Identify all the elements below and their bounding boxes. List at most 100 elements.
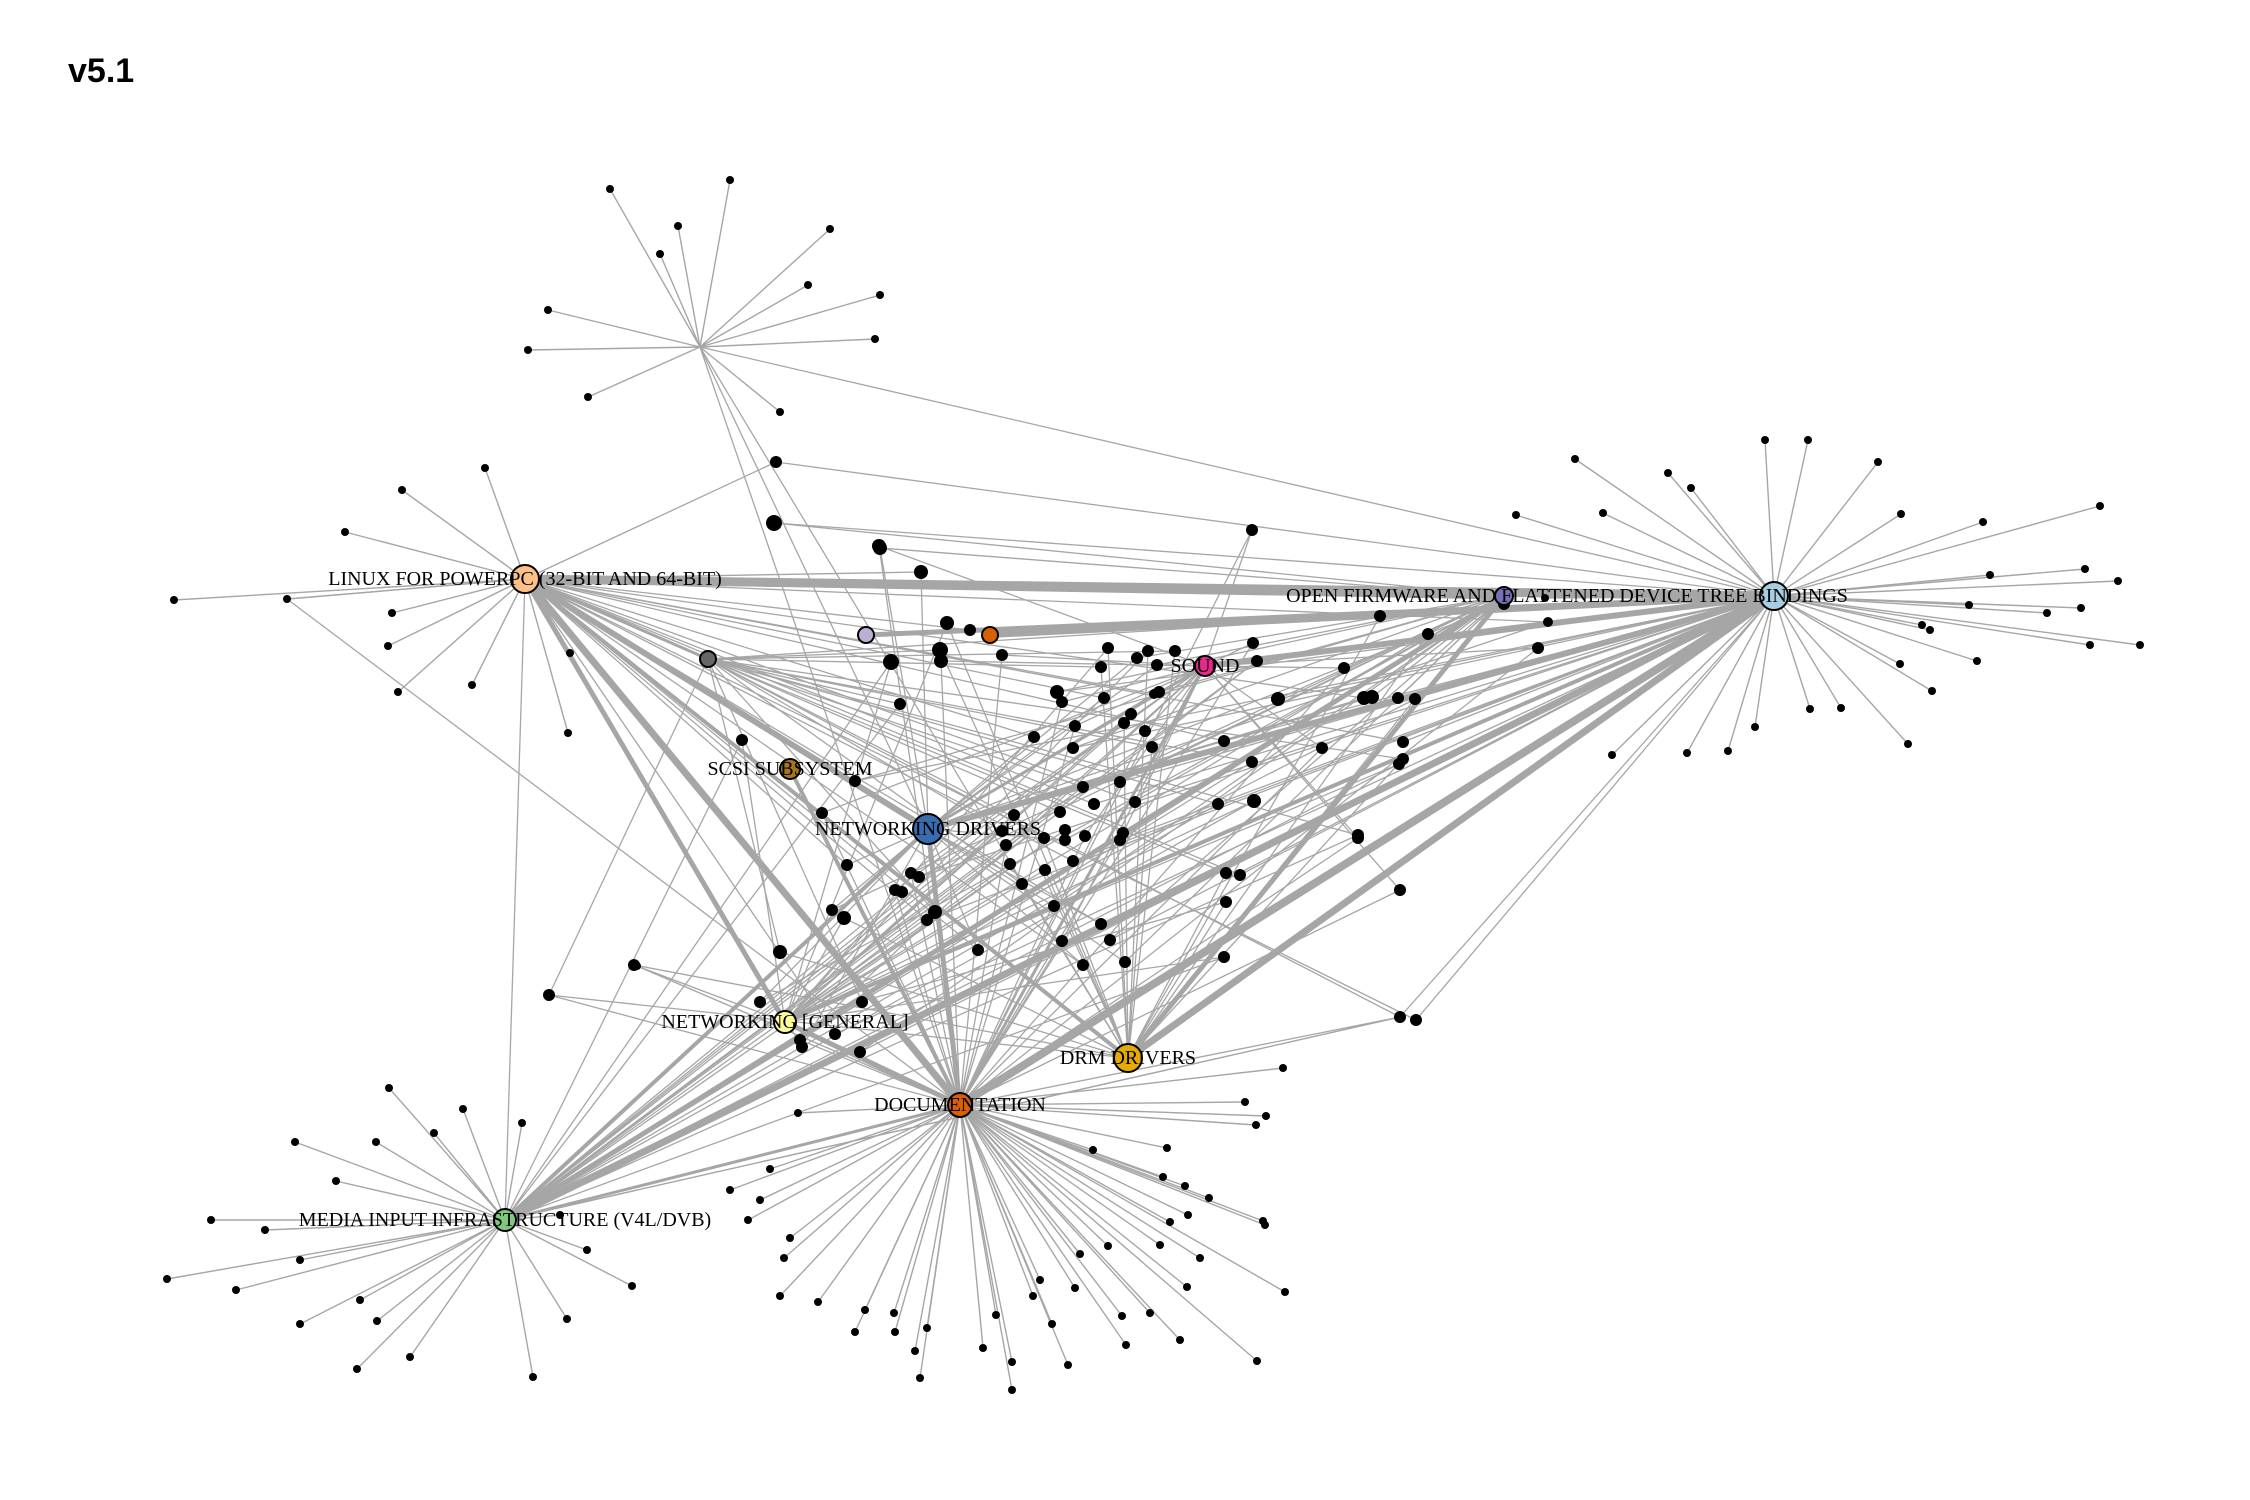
leaf-node xyxy=(1102,642,1114,654)
leaf-node xyxy=(894,698,906,710)
edge xyxy=(633,964,1129,1059)
leaf-node xyxy=(1392,692,1404,704)
edge xyxy=(1127,615,1381,1059)
hub-node-sound xyxy=(1194,655,1216,677)
edge xyxy=(959,1104,1171,1223)
edge xyxy=(927,828,1126,963)
edge xyxy=(356,1219,506,1370)
leaf-node xyxy=(1059,834,1071,846)
leaf-node xyxy=(283,595,291,603)
edge xyxy=(1127,650,1149,1059)
leaf-node xyxy=(996,649,1008,661)
leaf-node xyxy=(2086,641,2094,649)
leaf-node xyxy=(1064,1361,1072,1369)
hub-edge xyxy=(783,1019,962,1108)
leaf-node xyxy=(1029,1292,1037,1300)
edge xyxy=(959,1104,1267,1117)
leaf-node xyxy=(826,225,834,233)
leaf-node xyxy=(373,1317,381,1325)
leaf-node xyxy=(296,1320,304,1328)
edge xyxy=(927,664,1158,830)
edge xyxy=(286,598,961,1106)
edge xyxy=(843,917,1129,1059)
leaf-node xyxy=(1176,1336,1184,1344)
leaf-node xyxy=(1918,621,1926,629)
leaf-node xyxy=(1156,1241,1164,1249)
leaf-node xyxy=(964,624,976,636)
edge xyxy=(1056,595,1505,693)
leaf-node xyxy=(1761,436,1769,444)
hub-node-netgen xyxy=(773,1010,797,1034)
edge xyxy=(927,697,1105,830)
leaf-node xyxy=(291,1138,299,1146)
leaf-node xyxy=(1394,1011,1406,1023)
edge xyxy=(504,1016,1401,1221)
leaf-node xyxy=(1986,571,1994,579)
leaf-node xyxy=(1253,1357,1261,1365)
edge xyxy=(527,346,701,351)
hub-edge xyxy=(503,593,1506,1223)
edge xyxy=(1001,654,1206,667)
edge xyxy=(504,1219,568,1320)
leaf-node xyxy=(1056,696,1068,708)
edge xyxy=(959,1104,1076,1289)
edge xyxy=(699,346,781,413)
leaf-node xyxy=(876,291,884,299)
edge xyxy=(927,828,979,951)
leaf-node xyxy=(1039,864,1051,876)
edge xyxy=(375,1141,506,1221)
edge xyxy=(524,571,922,580)
edge xyxy=(959,940,1063,1106)
edge xyxy=(587,346,701,398)
leaf-node xyxy=(1247,794,1261,808)
edge xyxy=(548,994,1129,1059)
leaf-node xyxy=(1129,796,1141,808)
leaf-node xyxy=(744,1216,752,1224)
leaf-node xyxy=(1184,1211,1192,1219)
edge xyxy=(959,889,1401,1106)
edge xyxy=(959,1104,1168,1149)
leaf-node xyxy=(1965,601,1973,609)
hub-label-netgen: NETWORKING [GENERAL] xyxy=(661,1011,908,1033)
leaf-node xyxy=(1928,687,1936,695)
leaf-node xyxy=(2136,641,2144,649)
edge xyxy=(609,188,701,348)
edge xyxy=(927,696,1373,830)
leaf-node xyxy=(1246,756,1258,768)
edge xyxy=(1773,439,1809,597)
leaf-node xyxy=(754,996,766,1008)
edge xyxy=(524,578,1365,699)
edge xyxy=(388,1087,506,1221)
edge xyxy=(504,830,1003,1221)
edge xyxy=(166,1219,506,1280)
edge xyxy=(1602,512,1775,597)
leaf-node xyxy=(1608,751,1616,759)
edge xyxy=(1119,595,1505,841)
edge xyxy=(959,654,1003,1106)
edge xyxy=(1773,595,1923,626)
edge xyxy=(504,578,526,1221)
edge xyxy=(707,658,863,1003)
leaf-node xyxy=(756,1196,764,1204)
edge xyxy=(699,228,831,348)
leaf-node xyxy=(1098,692,1110,704)
hub-label-of: OPEN FIRMWARE AND FLATTENED DEVICE TREE … xyxy=(1286,585,1848,607)
edge xyxy=(821,665,1206,814)
leaf-node xyxy=(1220,896,1232,908)
edge xyxy=(959,730,1146,1106)
leaf-node xyxy=(873,541,887,555)
leaf-node xyxy=(1169,645,1181,657)
leaf-node xyxy=(1048,1320,1056,1328)
leaf-node xyxy=(1599,509,1607,517)
edge xyxy=(894,1104,961,1333)
edge xyxy=(397,578,526,693)
leaf-node xyxy=(524,346,532,354)
edge xyxy=(504,800,1255,1221)
leaf-node xyxy=(1076,1250,1084,1258)
leaf-node xyxy=(766,1165,774,1173)
leaf-node xyxy=(1409,693,1421,705)
leaf-node xyxy=(1088,798,1100,810)
edge xyxy=(409,1219,506,1358)
leaf-node xyxy=(296,1256,304,1264)
leaf-node xyxy=(796,1041,808,1053)
